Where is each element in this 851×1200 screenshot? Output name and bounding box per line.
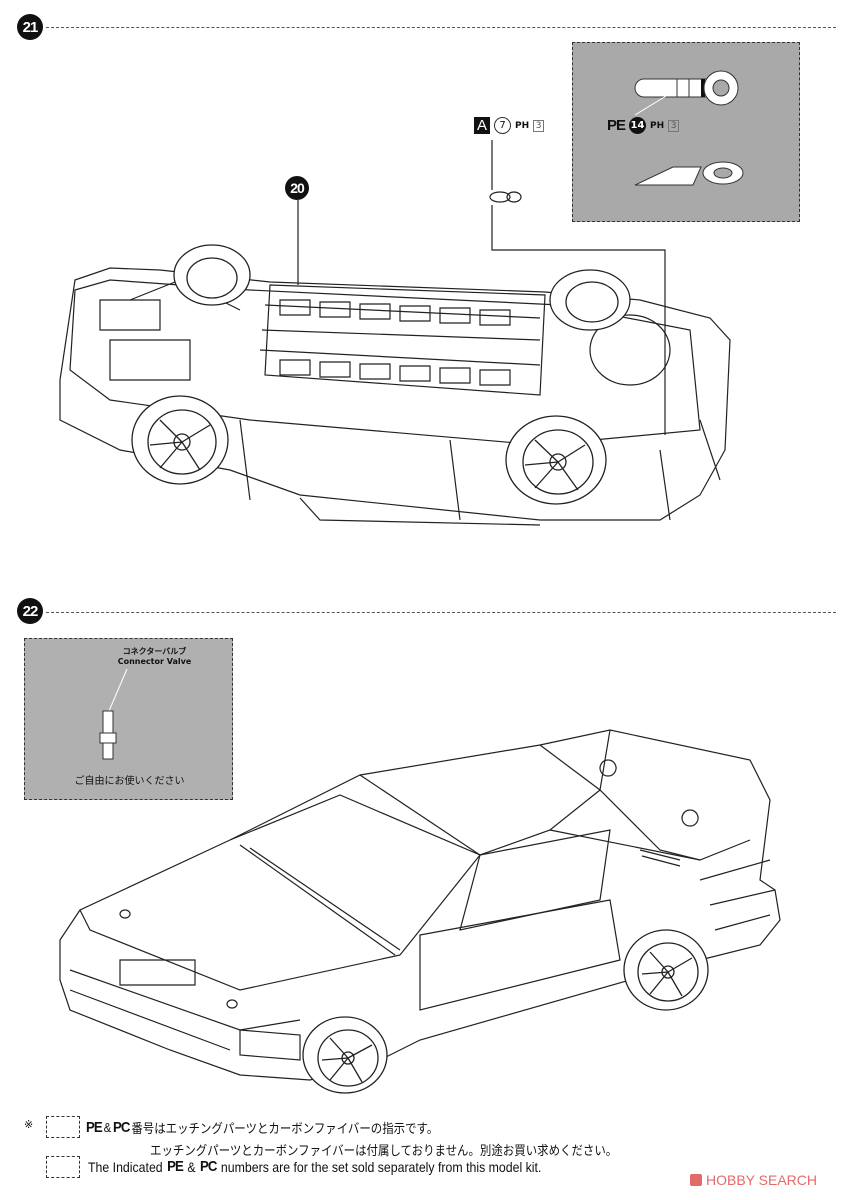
paint-code: PH (650, 120, 665, 131)
car-underside-illustration (59, 140, 731, 526)
watermark-icon (690, 1174, 702, 1186)
note-line-2: エッチングパーツとカーボンファイバーは付属しておりません。別途お買い求めください… (150, 1143, 618, 1158)
car-exterior-illustration (59, 729, 781, 1094)
pe-label: PE (607, 117, 626, 134)
note-line-3: The Indicated PE&PC numbers are for the … (88, 1158, 542, 1175)
panel-title-jp: コネクターバルブ (122, 647, 187, 656)
watermark-logo: HOBBY SEARCH (690, 1172, 817, 1188)
note-asterisk: ※ (24, 1118, 34, 1131)
panel-title-en: Connector Valve (117, 657, 192, 666)
step-divider (46, 27, 836, 28)
connector-valve-icon (99, 668, 128, 760)
connector-valve-panel: コネクターバルブ Connector Valve ご自由にお使いください (24, 638, 233, 800)
photo-etch-part-illustration (634, 70, 744, 186)
paint-number: 3 (533, 119, 545, 132)
dashed-box-marker (46, 1116, 80, 1138)
part-number: 7 (494, 117, 512, 134)
step-number-22: 22 (17, 598, 43, 624)
part-number: 14 (629, 117, 647, 134)
step-divider (46, 612, 836, 613)
assembly-ref-20: 20 (285, 176, 309, 200)
sprue-letter: A (474, 117, 491, 134)
step-number-21: 21 (17, 14, 43, 40)
paint-code: PH (515, 120, 530, 131)
paint-number: 3 (668, 119, 680, 132)
panel-caption: ご自由にお使いください (74, 776, 185, 787)
dashed-box-marker (46, 1156, 80, 1178)
note-line-1: PE&PC 番号はエッチングパーツとカーボンファイバーの指示です。 (86, 1119, 439, 1136)
